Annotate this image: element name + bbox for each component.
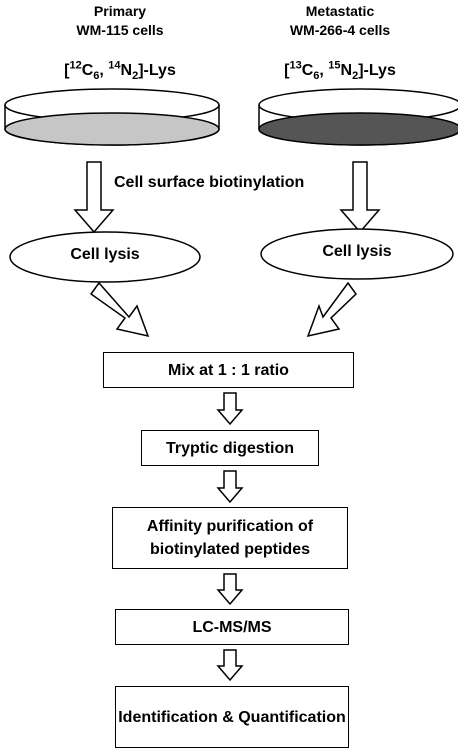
right-header: Metastatic WM-266-4 cells xyxy=(255,2,425,40)
right-culture-dish xyxy=(258,88,458,146)
left-lysis-label: Cell lysis xyxy=(70,246,140,263)
left-title: Primary xyxy=(93,3,147,19)
left-isotope-label: [12C6, 14N2]-Lys xyxy=(64,59,176,83)
left-diagonal-arrow xyxy=(89,281,150,338)
right-lysis-ellipse xyxy=(260,228,454,280)
right-down-arrow xyxy=(339,161,381,234)
right-isotope-label: [13C6, 15N2]-Lys xyxy=(284,59,396,83)
step-mix: Mix at 1 : 1 ratio xyxy=(103,352,354,388)
arrow-digestion-to-purification xyxy=(216,470,244,504)
arrow-lcms-to-identification xyxy=(216,649,244,682)
left-culture-dish xyxy=(4,88,220,146)
step-affinity-purification: Affinity purification of biotinylated pe… xyxy=(112,507,348,569)
step-lc-ms: LC-MS/MS xyxy=(115,609,349,645)
step-identification: Identification & Quantification xyxy=(115,686,349,748)
step-tryptic-digestion: Tryptic digestion xyxy=(141,430,319,466)
right-diagonal-arrow xyxy=(306,281,357,338)
right-title: Metastatic xyxy=(305,3,375,19)
left-down-arrow xyxy=(73,161,115,234)
left-header: Primary WM-115 cells xyxy=(35,2,205,40)
left-cells: WM-115 cells xyxy=(76,22,164,38)
left-lysis-ellipse xyxy=(9,231,201,283)
right-cells: WM-266-4 cells xyxy=(289,22,391,38)
biotinylation-label: Cell surface biotinylation xyxy=(114,174,305,191)
arrow-mix-to-digestion xyxy=(216,392,244,426)
arrow-purification-to-lcms xyxy=(216,573,244,606)
right-lysis-label: Cell lysis xyxy=(322,243,392,260)
